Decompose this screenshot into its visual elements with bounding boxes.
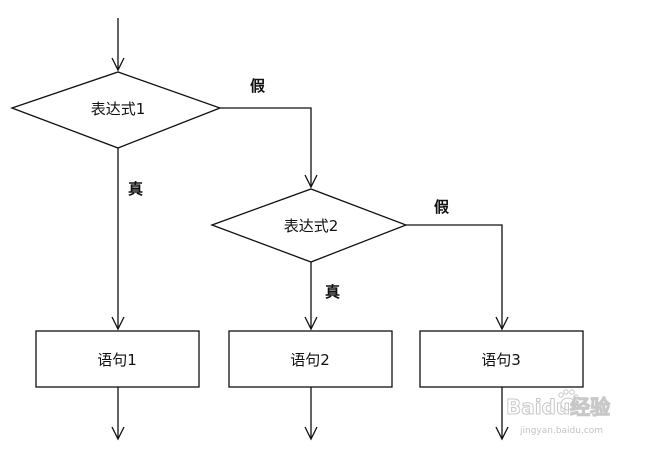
label-expr1-true: 真 [128, 180, 143, 198]
decision-expr1-label: 表达式1 [91, 100, 146, 118]
baidu-watermark: Baidu经验 jingyan.baidu.com [506, 389, 611, 436]
edge-exit-stmt1 [111, 387, 125, 441]
watermark-logo: Baidu经验 [506, 395, 610, 419]
paw-icon [558, 389, 579, 411]
edge-expr1-true [111, 148, 125, 331]
process-stmt3: 语句3 [419, 330, 584, 388]
decision-expr2-label: 表达式2 [284, 217, 339, 235]
edge-exit-stmt3 [495, 387, 509, 441]
decision-expr1: 表达式1 [10, 71, 222, 149]
label-expr2-true: 真 [325, 283, 340, 301]
process-stmt1: 语句1 [35, 330, 200, 388]
process-stmt3-label: 语句3 [481, 351, 521, 369]
process-stmt1-label: 语句1 [97, 351, 137, 369]
edge-entry [111, 18, 125, 72]
decision-expr2: 表达式2 [210, 188, 408, 263]
process-stmt2: 语句2 [228, 330, 393, 388]
label-expr1-false: 假 [250, 77, 266, 95]
edge-exit-stmt2 [304, 387, 318, 441]
edge-expr1-false [220, 107, 318, 189]
edge-expr2-false [406, 224, 509, 331]
label-expr2-false: 假 [434, 198, 450, 216]
edge-expr2-true [304, 262, 318, 331]
process-stmt2-label: 语句2 [290, 351, 330, 369]
watermark-url: jingyan.baidu.com [519, 426, 603, 436]
